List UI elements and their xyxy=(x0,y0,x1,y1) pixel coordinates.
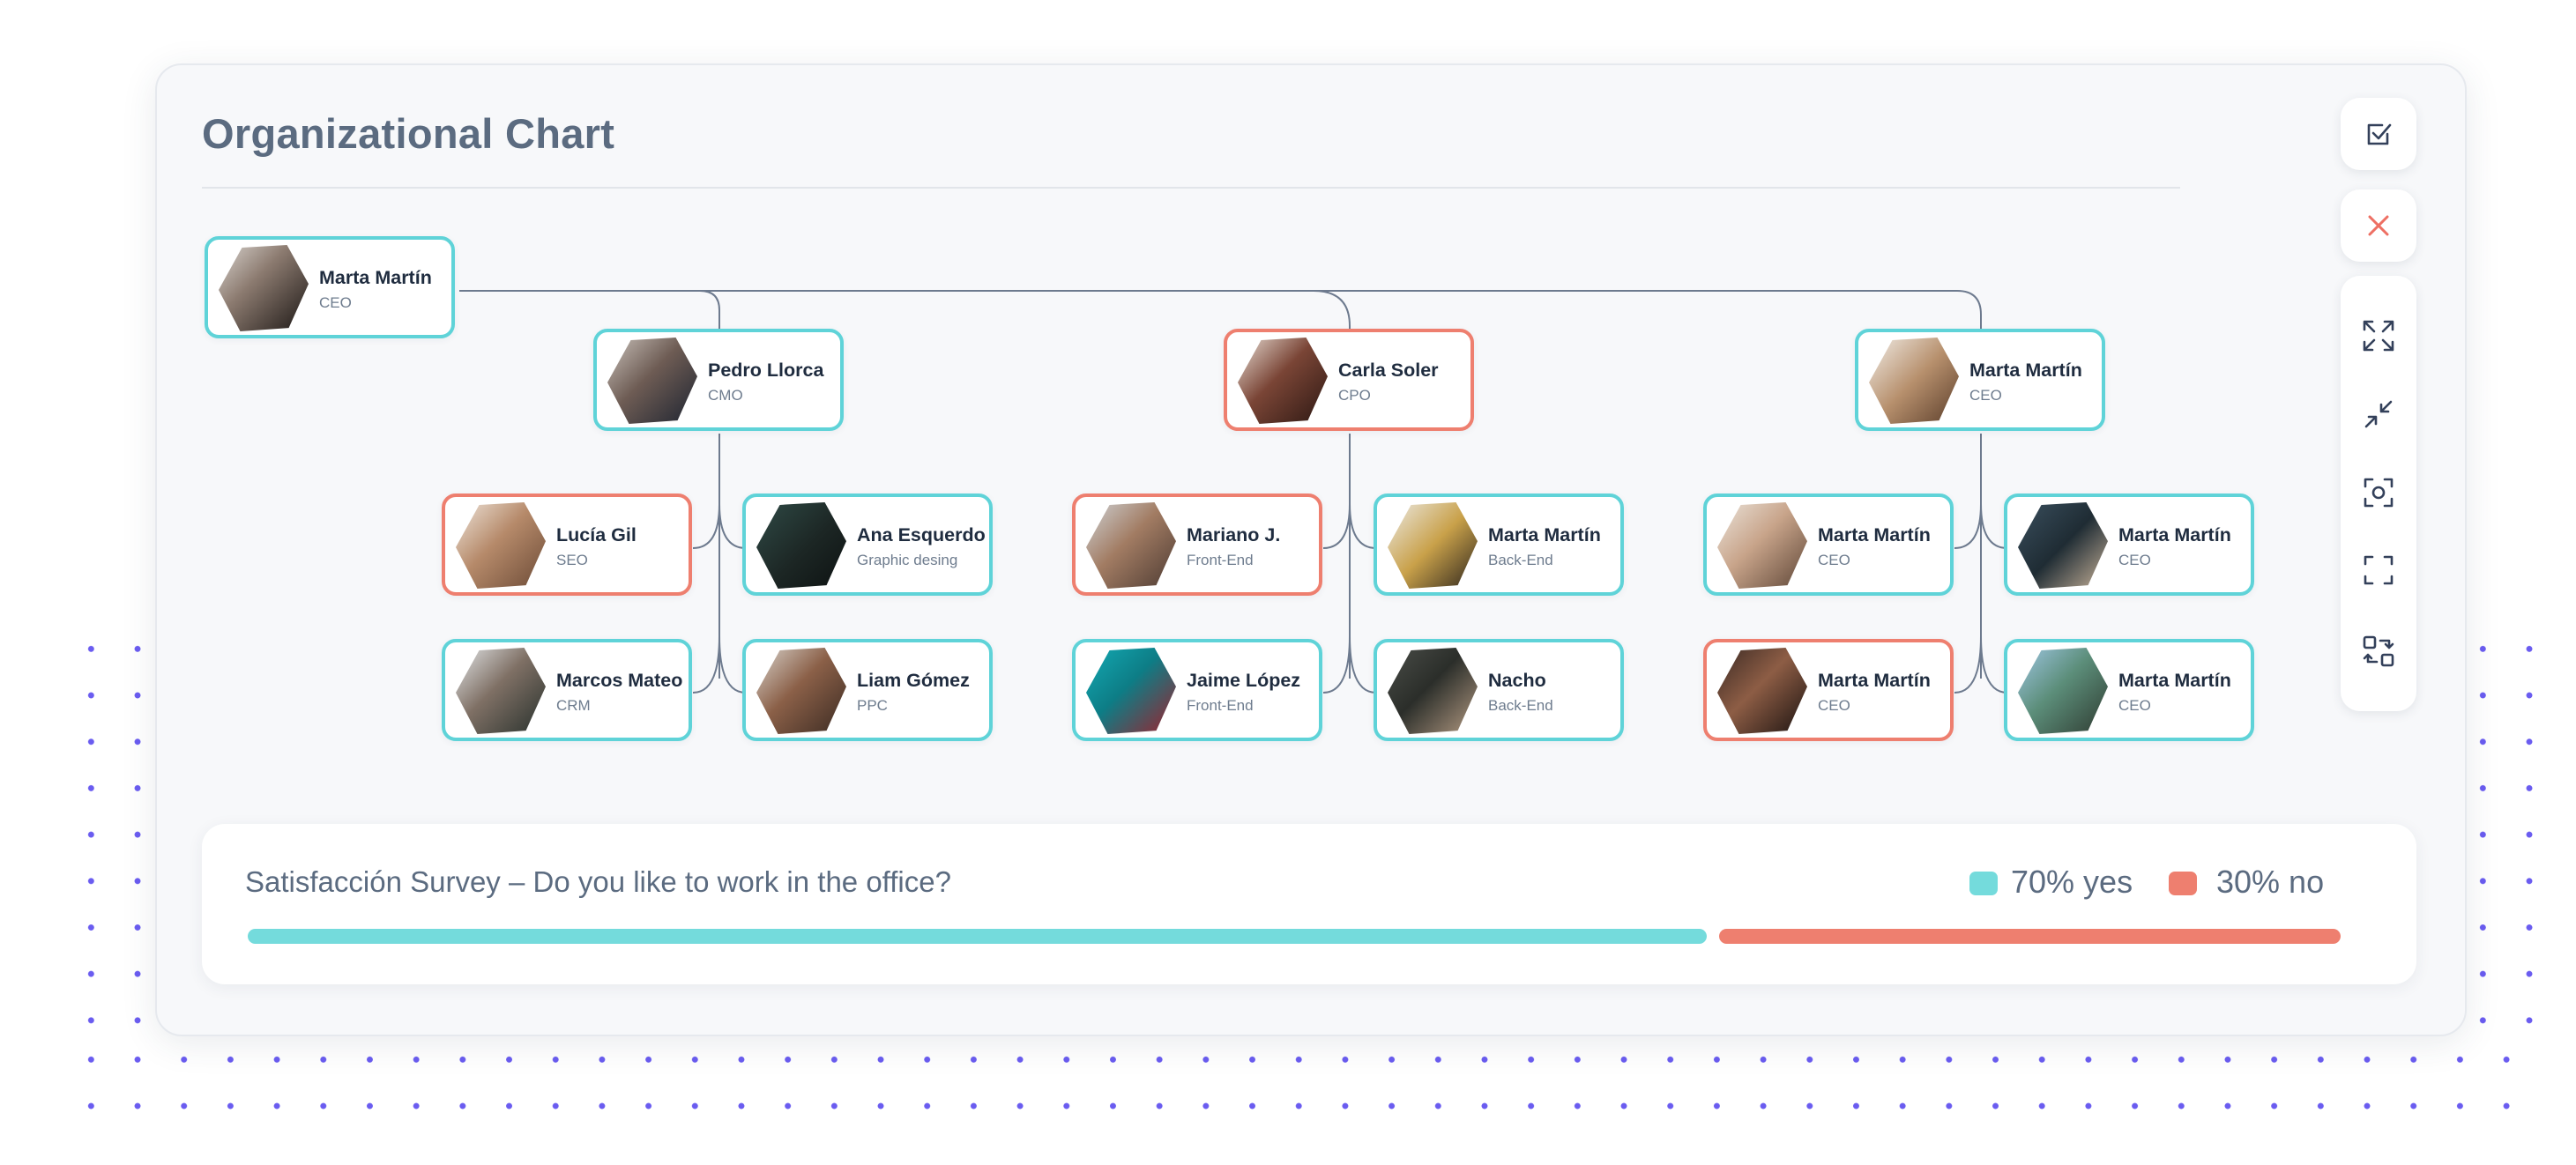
org-card-member[interactable]: Marcos Mateo CRM xyxy=(442,639,692,741)
person-role: SEO xyxy=(556,552,588,568)
title-divider xyxy=(202,187,2180,189)
person-name: Marta Martín xyxy=(1488,524,1601,545)
org-card-level2[interactable]: Marta Martín CEO xyxy=(1855,329,2105,431)
person-role: CEO xyxy=(2118,697,2151,714)
person-name: Marta Martín xyxy=(1969,360,2082,381)
expand-icon[interactable] xyxy=(2341,304,2416,367)
person-name: Nacho xyxy=(1488,670,1546,691)
person-name: Jaime López xyxy=(1187,670,1301,691)
org-card-member[interactable]: Liam Gómez PPC xyxy=(742,639,993,741)
org-card-member[interactable]: Marta Martín CEO xyxy=(1703,493,1954,596)
fullscreen-icon[interactable] xyxy=(2341,538,2416,602)
person-role: CEO xyxy=(2118,552,2151,568)
dot-pattern-left xyxy=(59,617,154,1031)
person-role: CRM xyxy=(556,697,591,714)
avatar-photo xyxy=(2018,648,2108,734)
avatar-photo xyxy=(219,245,309,331)
person-name: Mariano J. xyxy=(1187,524,1281,545)
org-card-member[interactable]: Marta Martín CEO xyxy=(2004,639,2254,741)
person-name: Marta Martín xyxy=(1818,524,1931,545)
person-role: CMO xyxy=(708,387,743,404)
org-card-member[interactable]: Marta Martín Back-End xyxy=(1374,493,1624,596)
close-button[interactable] xyxy=(2341,189,2416,262)
org-card-member[interactable]: Marta Martín CEO xyxy=(1703,639,1954,741)
org-card-root[interactable]: Marta Martín CEO xyxy=(205,236,455,338)
person-name: Marta Martín xyxy=(319,267,432,288)
person-role: CEO xyxy=(1969,387,2002,404)
survey-panel xyxy=(202,824,2416,984)
swap-layout-icon[interactable] xyxy=(2341,620,2416,683)
org-card-member[interactable]: Mariano J. Front-End xyxy=(1072,493,1322,596)
avatar-photo xyxy=(1388,648,1478,734)
avatar-photo xyxy=(1238,338,1328,424)
avatar-photo xyxy=(1086,502,1176,589)
survey-bar-no xyxy=(1719,929,2341,944)
person-name: Marta Martín xyxy=(1818,670,1931,691)
page-title: Organizational Chart xyxy=(202,110,615,157)
focus-icon[interactable] xyxy=(2341,461,2416,524)
avatar-photo xyxy=(1086,648,1176,734)
legend-no-label: 30% no xyxy=(2216,864,2325,900)
org-card-level2[interactable]: Pedro Llorca CMO xyxy=(593,329,844,431)
org-card-member[interactable]: Nacho Back-End xyxy=(1374,639,1624,741)
close-icon xyxy=(2341,194,2416,257)
avatar-photo xyxy=(456,502,546,589)
avatar-photo xyxy=(756,648,846,734)
person-name: Pedro Llorca xyxy=(708,360,824,381)
legend-yes-label: 70% yes xyxy=(2011,864,2133,900)
person-name: Marcos Mateo xyxy=(556,670,683,691)
person-role: CEO xyxy=(1818,697,1850,714)
person-role: Front-End xyxy=(1187,552,1254,568)
checkbox-icon xyxy=(2341,102,2416,166)
person-name: Liam Gómez xyxy=(857,670,970,691)
person-role: Back-End xyxy=(1488,552,1553,568)
confirm-button[interactable] xyxy=(2341,98,2416,170)
person-role: CEO xyxy=(319,294,352,311)
org-card-member[interactable]: Lucía Gil SEO xyxy=(442,493,692,596)
org-card-level2[interactable]: Carla Soler CPO xyxy=(1224,329,1474,431)
org-card-member[interactable]: Marta Martín CEO xyxy=(2004,493,2254,596)
person-role: Back-End xyxy=(1488,697,1553,714)
avatar-photo xyxy=(607,338,697,424)
person-role: CEO xyxy=(1818,552,1850,568)
avatar-photo xyxy=(1717,502,1807,589)
survey-question: Satisfacción Survey – Do you like to wor… xyxy=(245,865,951,898)
legend-no-swatch xyxy=(2169,872,2197,895)
avatar-photo xyxy=(456,648,546,734)
person-name: Carla Soler xyxy=(1338,360,1439,381)
person-role: PPC xyxy=(857,697,888,714)
person-name: Ana Esquerdo xyxy=(857,524,986,545)
person-role: Front-End xyxy=(1187,697,1254,714)
org-card-member[interactable]: Jaime López Front-End xyxy=(1072,639,1322,741)
dot-pattern-right xyxy=(2451,617,2548,1031)
avatar-photo xyxy=(2018,502,2108,589)
avatar-photo xyxy=(1869,338,1959,424)
person-role: Graphic desing xyxy=(857,552,958,568)
person-name: Lucía Gil xyxy=(556,524,637,545)
collapse-icon[interactable] xyxy=(2341,382,2416,446)
org-card-member[interactable]: Ana Esquerdo Graphic desing xyxy=(742,493,993,596)
person-name: Marta Martín xyxy=(2118,670,2231,691)
avatar-photo xyxy=(1388,502,1478,589)
view-tools xyxy=(2341,276,2416,711)
person-role: CPO xyxy=(1338,387,1371,404)
legend-yes-swatch xyxy=(1969,872,1998,895)
avatar-photo xyxy=(1717,648,1807,734)
avatar-photo xyxy=(756,502,846,589)
dot-pattern-bottom xyxy=(59,1026,2540,1130)
person-name: Marta Martín xyxy=(2118,524,2231,545)
survey-bar-yes xyxy=(248,929,1707,944)
